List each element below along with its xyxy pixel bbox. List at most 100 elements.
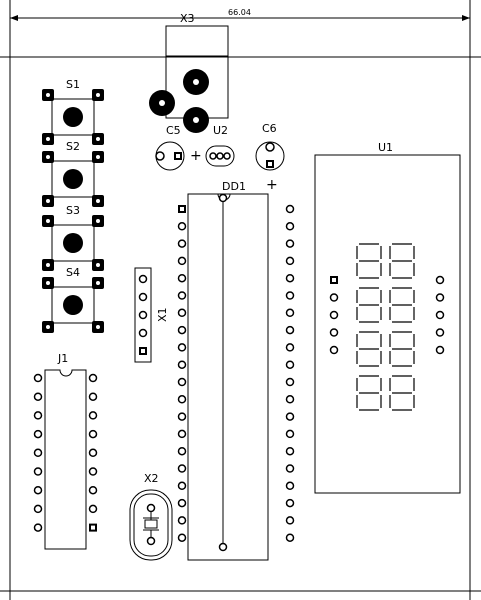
- x1-pin: [138, 274, 148, 284]
- x1-pin: [138, 310, 148, 320]
- j1-pin: [33, 448, 43, 458]
- dimension-label: 66.04: [228, 8, 251, 17]
- switch-button: [63, 107, 83, 127]
- dd1-pin-group: [177, 204, 295, 542]
- label-u2: U2: [213, 124, 228, 137]
- dd1-pin: [177, 222, 187, 231]
- x1-pin-group: [138, 274, 148, 355]
- dd1-pin: [285, 464, 295, 473]
- switch-pad-hole: [46, 199, 50, 203]
- j1-pin: [33, 467, 43, 476]
- switch-pad-hole: [46, 219, 50, 223]
- dd1-pin: [285, 325, 295, 335]
- j1-pin: [88, 504, 98, 514]
- ic-dd1: [187, 193, 269, 561]
- switch-button: [63, 233, 83, 253]
- dd1-pin: [177, 291, 187, 300]
- switch-body: [51, 160, 95, 198]
- switch-pad-hole: [96, 219, 100, 223]
- dd1-pin: [285, 516, 295, 525]
- switch-pad-hole: [96, 263, 100, 267]
- dd1-pin: [177, 429, 187, 439]
- j1-pin: [88, 467, 98, 476]
- label-x2: X2: [144, 472, 159, 485]
- switch-s3: [42, 215, 104, 271]
- label-s4: S4: [66, 266, 80, 279]
- dd1-pin: [285, 308, 295, 318]
- label-dd1: DD1: [222, 180, 246, 193]
- j1-pin-group: [33, 373, 98, 532]
- segment-digit: [389, 287, 415, 323]
- dd1-pin: [285, 273, 295, 283]
- dd1-pin: [285, 343, 295, 352]
- switch-body: [51, 286, 95, 324]
- label-j1: J1: [57, 352, 68, 365]
- dd1-pin: [177, 481, 187, 491]
- segment-digit: [356, 287, 382, 323]
- j1-pin: [88, 392, 98, 401]
- dd1-pin: [285, 498, 295, 508]
- switch-group: [42, 89, 104, 333]
- u1-pin: [329, 345, 339, 355]
- u1-pin: [435, 328, 445, 337]
- switch-pad-hole: [96, 281, 100, 285]
- c5-plus-sign: +: [190, 148, 202, 164]
- switch-pad-hole: [46, 263, 50, 267]
- segment-digit: [389, 331, 415, 367]
- switch-s4: [42, 277, 104, 333]
- label-s3: S3: [66, 204, 80, 217]
- crystal-x2: [129, 489, 173, 561]
- j1-pin: [33, 485, 43, 495]
- capacitor-c5: [155, 141, 185, 171]
- dd1-pin: [177, 308, 187, 318]
- switch-pad-hole: [96, 137, 100, 141]
- j1-pin: [33, 429, 43, 439]
- u1-pin: [329, 328, 339, 337]
- switch-s2: [42, 151, 104, 207]
- label-x3: X3: [180, 12, 195, 25]
- j1-pin: [33, 523, 43, 532]
- dd1-pin: [177, 464, 187, 473]
- dd1-pin: [177, 516, 187, 525]
- j1-pin: [88, 411, 98, 420]
- label-u1: U1: [378, 141, 393, 154]
- regulator-u2: [205, 145, 235, 167]
- switch-pad-hole: [46, 281, 50, 285]
- dd1-pin: [285, 222, 295, 231]
- dd1-pin: [285, 256, 295, 266]
- dd1-pin: [285, 395, 295, 404]
- socket-j1: [44, 369, 87, 550]
- dd1-pin: [177, 412, 187, 421]
- dd1-pin-1-hole: [180, 207, 184, 211]
- switch-pad-hole: [46, 93, 50, 97]
- label-c6: C6: [262, 122, 277, 135]
- j1-pin: [33, 411, 43, 420]
- segment-digit: [356, 375, 382, 411]
- j1-pin-1-hole: [91, 525, 95, 530]
- u1-pin: [329, 293, 339, 302]
- u1-pin: [435, 275, 445, 285]
- dd1-pin: [285, 446, 295, 456]
- dd1-pin: [285, 239, 295, 248]
- u1-pin: [435, 345, 445, 355]
- x1-pin: [138, 328, 148, 338]
- switch-pad-hole: [46, 155, 50, 159]
- segment-digit: [389, 243, 415, 279]
- switch-pad-hole: [46, 325, 50, 329]
- dd1-pin: [177, 446, 187, 456]
- label-x1: X1: [156, 307, 169, 322]
- switch-s1: [42, 89, 104, 145]
- label-s1: S1: [66, 78, 80, 91]
- dd1-pin: [177, 360, 187, 369]
- u1-pin: [329, 310, 339, 320]
- dd1-pin: [285, 377, 295, 387]
- dd1-pin: [285, 360, 295, 369]
- dd1-pin: [285, 429, 295, 439]
- switch-button: [63, 169, 83, 189]
- label-c5: C5: [166, 124, 181, 137]
- dd1-pin: [177, 533, 187, 542]
- dd1-pin: [177, 395, 187, 404]
- x1-pin-1-hole: [141, 349, 145, 353]
- dd1-pin: [177, 273, 187, 283]
